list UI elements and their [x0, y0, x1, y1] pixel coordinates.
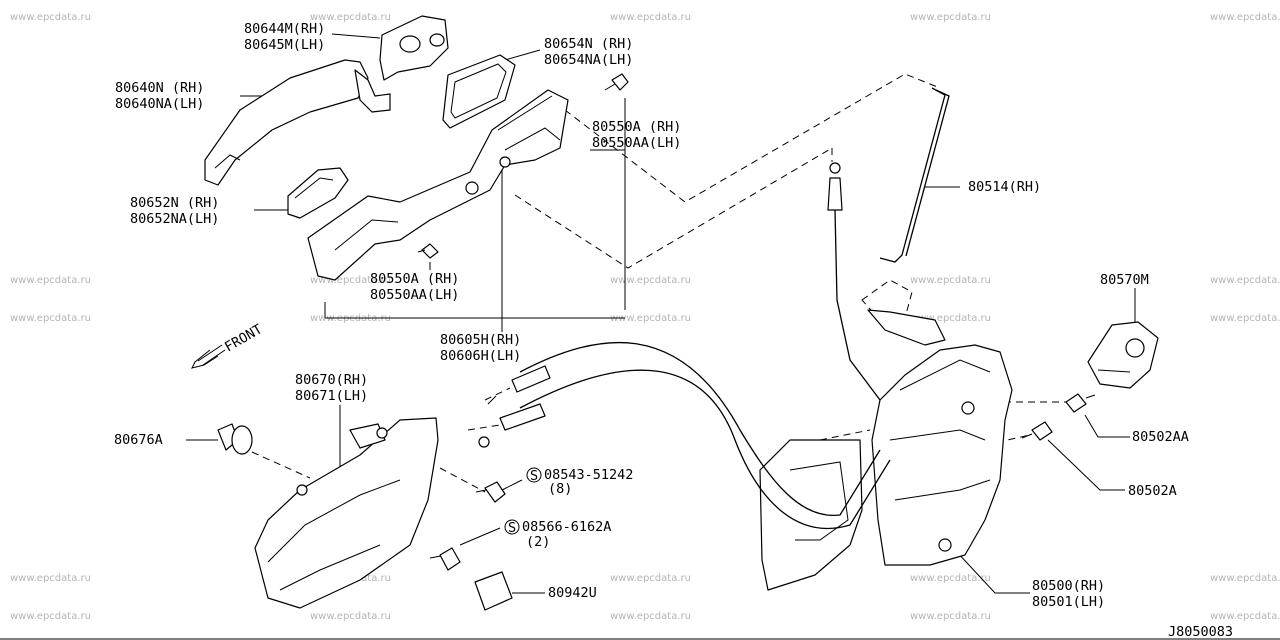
part-labels: 80644M(RH) 80645M(LH) 80654N (RH) 80654N… — [114, 21, 1233, 640]
screw-symbol-08543: S — [526, 467, 542, 484]
watermark-text: www.epcdata.ru — [1210, 12, 1280, 23]
watermark-text: www.epcdata.ru — [10, 275, 91, 286]
label-08543-line1: 08543-51242 — [544, 467, 633, 483]
label-80570: 80570M — [1100, 272, 1149, 288]
part-lock-guard-plate — [759, 439, 863, 591]
label-80500-line2: 80501(LH) — [1032, 594, 1105, 610]
watermark-text: www.epcdata.ru — [910, 611, 991, 622]
diagram-code: J8050083 — [1168, 624, 1233, 640]
part-80570m-striker — [1087, 321, 1159, 389]
label-80654-line1: 80654N (RH) — [544, 36, 633, 52]
label-80670-line2: 80671(LH) — [295, 388, 368, 404]
label-80654-line2: 80654NA(LH) — [544, 52, 633, 68]
part-80670-inside-handle — [254, 417, 439, 609]
front-arrow-icon — [191, 344, 226, 369]
part-80605h-bracket — [307, 89, 569, 281]
front-label: FRONT — [222, 321, 265, 355]
leader-lines — [186, 33, 1136, 594]
watermark-text: www.epcdata.ru — [610, 313, 691, 324]
part-08566-screw — [429, 547, 461, 571]
part-80644m-escutcheon — [379, 15, 449, 81]
part-80654n-gasket — [442, 54, 516, 129]
label-80942: 80942U — [548, 585, 597, 601]
part-80500-door-lock — [867, 309, 1013, 566]
label-80502a: 80502A — [1128, 483, 1177, 499]
watermark-text: www.epcdata.ru — [310, 12, 391, 23]
screw-symbol-08566-letter: S — [508, 520, 516, 536]
watermark-text: www.epcdata.ru — [910, 313, 991, 324]
watermark-text: www.epcdata.ru — [1210, 573, 1280, 584]
watermark-text: www.epcdata.ru — [610, 275, 691, 286]
label-80640-line2: 80640NA(LH) — [115, 96, 204, 112]
watermark-text: www.epcdata.ru — [310, 275, 391, 286]
label-80605-line2: 80606H(LH) — [440, 348, 521, 364]
watermark-text: www.epcdata.ru — [910, 573, 991, 584]
watermark-text: www.epcdata.ru — [910, 275, 991, 286]
watermark-text: www.epcdata.ru — [610, 12, 691, 23]
label-80640-line1: 80640N (RH) — [115, 80, 204, 96]
watermark-text: www.epcdata.ru — [10, 611, 91, 622]
part-80676a-clip — [217, 423, 253, 455]
part-80502a-screw — [1021, 421, 1053, 441]
label-08566-line2: (2) — [526, 534, 550, 550]
watermark-text: www.epcdata.ru — [1210, 313, 1280, 324]
label-80550-mid-line1: 80550A (RH) — [370, 271, 459, 287]
label-80500-line1: 80500(RH) — [1032, 578, 1105, 594]
label-80514: 80514(RH) — [968, 179, 1041, 195]
part-80502aa-screw — [1065, 393, 1096, 413]
watermark-text: www.epcdata.ru — [10, 313, 91, 324]
watermark-text: www.epcdata.ru — [610, 573, 691, 584]
screw-symbol-08566: S — [504, 519, 520, 536]
label-80652-line1: 80652N (RH) — [130, 195, 219, 211]
part-inside-cables — [478, 342, 891, 530]
part-80514-rod — [879, 87, 950, 263]
label-08566-line1: 08566-6162A — [522, 519, 611, 535]
screw-symbol-08543-letter: S — [530, 468, 538, 484]
label-80670-line1: 80670(RH) — [295, 372, 368, 388]
watermark-text: www.epcdata.ru — [10, 12, 91, 23]
watermark-text: www.epcdata.ru — [610, 611, 691, 622]
part-08543-screw — [475, 481, 506, 503]
watermark-text: www.epcdata.ru — [910, 12, 991, 23]
part-80942u-cap — [474, 571, 513, 611]
label-80550-top-line2: 80550AA(LH) — [592, 135, 681, 151]
watermark-text: www.epcdata.ru — [1210, 275, 1280, 286]
part-lock-cable — [827, 162, 881, 401]
label-80550-top-line1: 80550A (RH) — [592, 119, 681, 135]
label-80550-mid-line2: 80550AA(LH) — [370, 287, 459, 303]
part-80652n-seal — [287, 167, 349, 219]
part-80550a-screw-mid — [417, 243, 439, 259]
label-80652-line2: 80652NA(LH) — [130, 211, 219, 227]
watermark-text: www.epcdata.ru — [310, 611, 391, 622]
label-80676: 80676A — [114, 432, 163, 448]
label-08543-line2: (8) — [548, 481, 572, 497]
label-80644-line2: 80645M(LH) — [244, 37, 325, 53]
watermark-text: www.epcdata.ru — [10, 573, 91, 584]
label-80605-line1: 80605H(RH) — [440, 332, 521, 348]
label-80644-line1: 80644M(RH) — [244, 21, 325, 37]
watermark-text: www.epcdata.ru — [1210, 611, 1280, 622]
label-80502aa: 80502AA — [1132, 429, 1189, 445]
part-80640n-outer-handle — [204, 59, 391, 186]
part-80550a-screw-top — [604, 73, 629, 91]
